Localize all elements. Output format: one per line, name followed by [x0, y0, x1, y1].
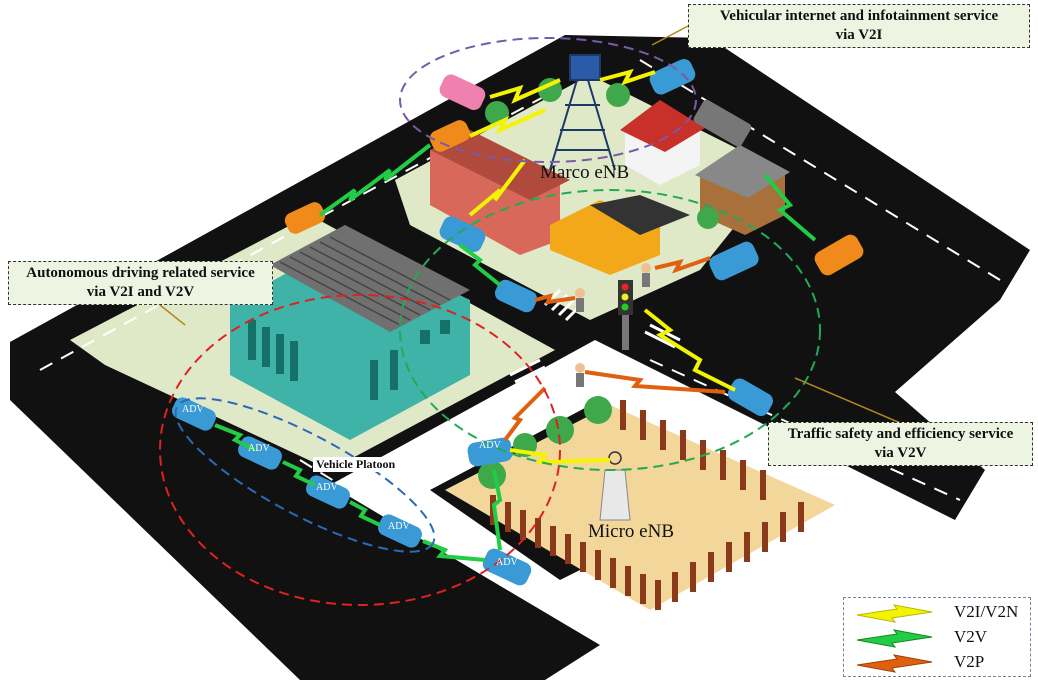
- micro-enb-label: Micro eNB: [588, 521, 675, 542]
- autonomous-coverage-circle: [159, 294, 561, 606]
- legend: V2I/V2N V2V V2P: [843, 597, 1031, 677]
- v2i-links: [468, 68, 736, 465]
- v2v-links: [214, 143, 817, 562]
- infotainment-callout-line1: Vehicular internet and infotainment serv…: [719, 8, 999, 24]
- traffic-safety-coverage-circle: [399, 189, 821, 471]
- macro-enb-tower: [549, 54, 616, 171]
- legend-row-v2i: V2I/V2N: [844, 600, 1030, 624]
- adv-label-4: ADV: [388, 521, 410, 532]
- legend-label-v2v: V2V: [954, 627, 988, 646]
- traffic-safety-callout-line2: via V2V: [874, 445, 927, 461]
- adv-label-2: ADV: [248, 443, 270, 454]
- fence-posts: [490, 400, 804, 610]
- v2i-bolt-icon: [856, 604, 933, 623]
- autonomous-callout-line2: via V2I and V2V: [86, 284, 195, 300]
- legend-row-v2p: V2P: [844, 650, 1030, 674]
- micro-enb-tower: [599, 451, 631, 521]
- adv-label-1: ADV: [182, 404, 204, 415]
- legend-row-v2v: V2V: [844, 625, 1030, 649]
- autonomous-service-callout: Autonomous driving related service via V…: [8, 261, 273, 305]
- v2v-bolt-icon: [856, 629, 933, 648]
- legend-label-v2i: V2I/V2N: [954, 602, 1019, 621]
- infotainment-service-callout: Vehicular internet and infotainment serv…: [688, 4, 1030, 48]
- v2p-links: [503, 256, 726, 442]
- infotainment-callout-line2: via V2I: [835, 27, 883, 43]
- vehicle-platoon-label: Vehicle Platoon: [313, 457, 399, 472]
- traffic-light: [618, 280, 633, 350]
- macro-enb-label: Marco eNB: [540, 162, 630, 183]
- vehicles: [284, 59, 864, 416]
- autonomous-callout-line1: Autonomous driving related service: [26, 265, 255, 281]
- traffic-safety-callout-line1: Traffic safety and efficiency service: [787, 426, 1014, 442]
- traffic-safety-service-callout: Traffic safety and efficiency service vi…: [768, 422, 1033, 466]
- adv-label-5: ADV: [496, 557, 518, 568]
- adv-label-6: ADV: [479, 440, 501, 451]
- pedestrians: [575, 263, 651, 387]
- callout-arrows: [159, 24, 906, 426]
- adv-vehicles: [172, 397, 532, 586]
- legend-label-v2p: V2P: [954, 652, 985, 671]
- infotainment-coverage-circle: [399, 37, 697, 163]
- vehicle-platoon-circle: [174, 397, 436, 553]
- v2p-bolt-icon: [856, 654, 933, 673]
- adv-label-3: ADV: [316, 482, 338, 493]
- teal-office-building: [230, 225, 470, 440]
